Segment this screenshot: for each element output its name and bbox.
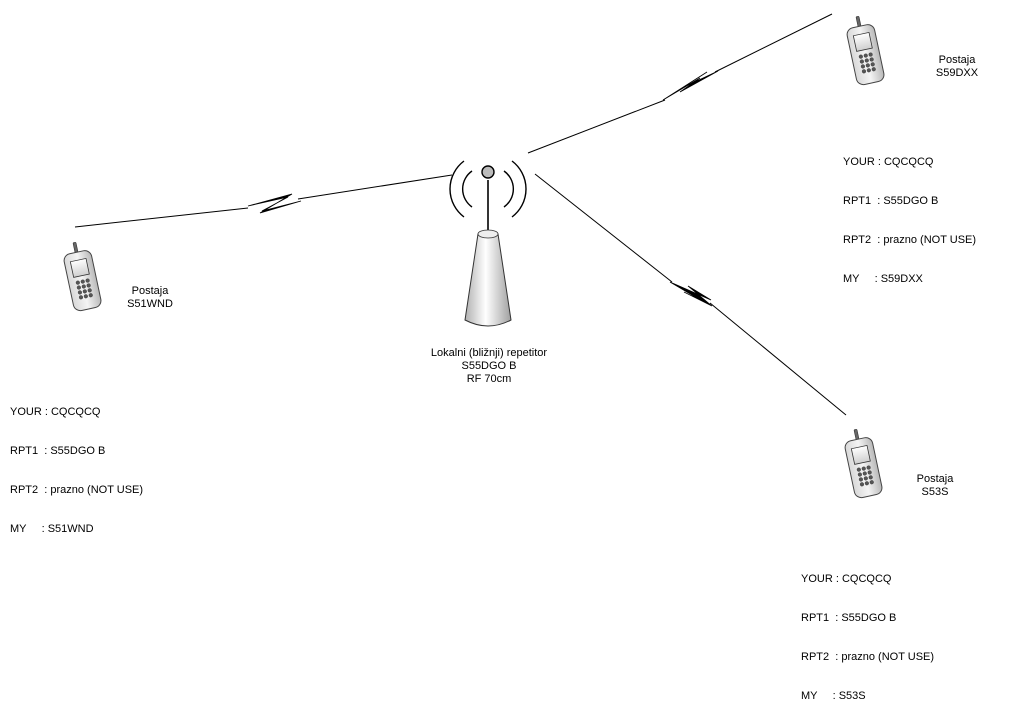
config-line: RPT2 : prazno (NOT USE)	[801, 651, 935, 663]
station-left-label: Postaja S51WND	[110, 285, 190, 311]
station-left-call: S51WND	[127, 298, 173, 310]
phone-top-right-icon	[843, 13, 886, 87]
link-left	[74, 174, 453, 228]
repeater-tower-icon	[449, 160, 527, 327]
repeater-band: RF 70cm	[466, 373, 512, 385]
config-line: MY : S51WND	[10, 523, 94, 535]
station-top-right-title: Postaja	[938, 54, 976, 66]
config-line: RPT2 : prazno (NOT USE)	[10, 484, 144, 496]
config-line: RPT2 : prazno (NOT USE)	[843, 234, 977, 246]
station-top-right-config: YOUR : CQCQCQ RPT1 : S55DGO B RPT2 : pra…	[843, 130, 976, 299]
station-bottom-right-label: Postaja S53S	[895, 473, 975, 499]
phone-left-icon	[60, 239, 103, 313]
config-line: RPT1 : S55DGO B	[843, 195, 939, 207]
config-line: RPT1 : S55DGO B	[801, 612, 897, 624]
config-line: YOUR : CQCQCQ	[801, 573, 892, 585]
station-top-right-call: S59DXX	[935, 67, 979, 79]
repeater-name: Lokalni (bližnji) repetitor	[430, 347, 548, 359]
link-top-right	[527, 13, 833, 154]
config-line: MY : S53S	[801, 690, 866, 702]
station-left-config: YOUR : CQCQCQ RPT1 : S55DGO B RPT2 : pra…	[10, 380, 143, 549]
station-bottom-right-config: YOUR : CQCQCQ RPT1 : S55DGO B RPT2 : pra…	[801, 547, 934, 716]
config-line: YOUR : CQCQCQ	[10, 406, 101, 418]
repeater-label: Lokalni (bližnji) repetitor S55DGO B RF …	[399, 347, 579, 386]
network-diagram	[60, 13, 886, 500]
link-bottom-right	[534, 173, 847, 416]
station-bottom-right-title: Postaja	[916, 473, 954, 485]
station-top-right-label: Postaja S59DXX	[917, 54, 997, 80]
config-line: MY : S59DXX	[843, 273, 923, 285]
phone-bottom-right-icon	[841, 426, 884, 500]
station-bottom-right-call: S53S	[921, 486, 949, 498]
config-line: YOUR : CQCQCQ	[843, 156, 934, 168]
repeater-call: S55DGO B	[461, 360, 517, 372]
config-line: RPT1 : S55DGO B	[10, 445, 106, 457]
station-left-title: Postaja	[131, 285, 169, 297]
